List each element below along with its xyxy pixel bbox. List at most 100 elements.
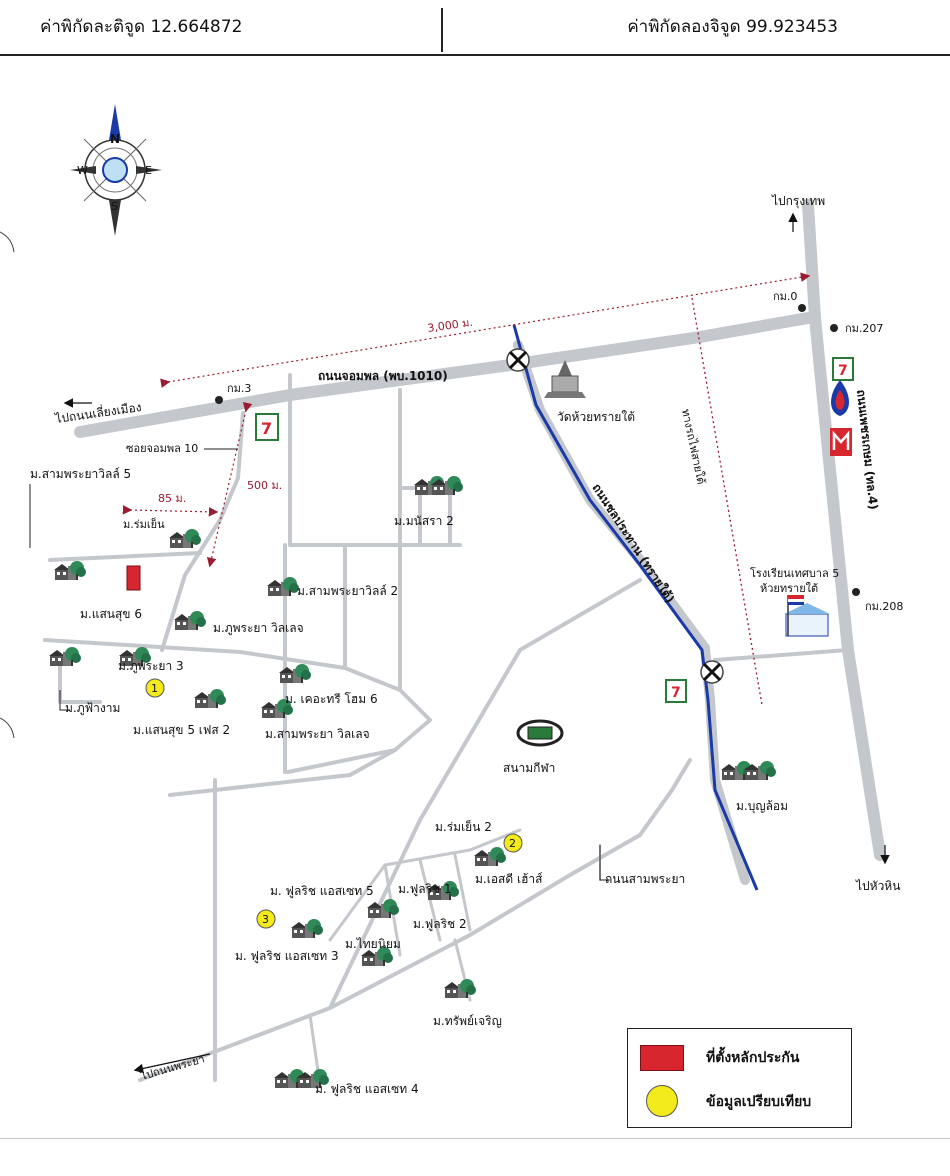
- canal-line: [512, 324, 759, 891]
- svg-text:7: 7: [261, 419, 272, 438]
- label-samphraya-villa2: ม.สามพระยาวิลล์ 2: [297, 584, 398, 598]
- road-minor-g: [168, 748, 397, 797]
- label-railway: ทางรถไฟสายใต้: [679, 408, 708, 486]
- collateral-location-marker[interactable]: [126, 565, 141, 591]
- label-fullrich2: ม.ฟูลริช 2: [413, 917, 467, 932]
- longitude-label: ค่าพิกัดลองจิจูด 99.923453: [627, 17, 838, 37]
- road-subdiv-3: [418, 858, 442, 942]
- label-school-2: ห้วยทรายใต้: [760, 582, 818, 595]
- compass-w: W: [77, 164, 88, 177]
- road-minor-f: [286, 388, 432, 774]
- comparable-marker-2[interactable]: 2: [503, 833, 523, 853]
- seven-eleven-icon: 7: [255, 413, 279, 441]
- header-divider: [441, 8, 443, 52]
- label-phufangam: ม.ภูฟ้างาม: [65, 701, 120, 716]
- label-countryhome6: ม. เคอะทรี โฮม 6: [285, 692, 378, 706]
- label-sapcharoen: ม.ทรัพย์เจริญ: [433, 1014, 502, 1028]
- label-to-samphraya: ไปถนนพระยา: [138, 1052, 206, 1083]
- coordinate-header: ค่าพิกัดละติจูด 12.664872 ค่าพิกัดลองจิจ…: [0, 0, 950, 56]
- road-subdiv-4: [453, 853, 472, 932]
- legend-comparable-swatch: [646, 1085, 678, 1117]
- legend-comparable-label: ข้อมูลเปรียบเทียบ: [706, 1094, 812, 1110]
- stadium-icon: [516, 719, 564, 747]
- label-km207: กม.207: [845, 322, 883, 335]
- junction-icon: [700, 660, 724, 684]
- road-chonprathan: [513, 340, 750, 885]
- label-phuphraya3: ม.ภูพระยา 3: [118, 659, 184, 674]
- compass-rose: N S E W: [70, 104, 162, 236]
- distance-3000-line: [160, 272, 811, 388]
- road-network: [43, 199, 886, 1087]
- label-km0: กม.0: [773, 290, 797, 303]
- road-subdiv-5: [328, 863, 387, 942]
- label-sd-house: ม.เอสดี เฮ้าส์: [475, 872, 543, 886]
- label-samphraya-village: ม.สามพระยา วิลเลจ: [265, 727, 370, 741]
- label-fullrich-asset5: ม. ฟูลริช แอสเซท 5: [270, 884, 374, 899]
- temple-icon: [544, 360, 586, 398]
- map-legend: ที่ตั้งหลักประกัน ข้อมูลเปรียบเทียบ: [627, 1028, 852, 1128]
- km207-dot: [830, 324, 838, 332]
- seven-eleven-icon: 7: [832, 357, 854, 381]
- label-boonlom: ม.บุญล้อม: [736, 799, 788, 814]
- label-km208: กม.208: [865, 600, 903, 613]
- label-road-samphraya: ถนนสามพระยา: [605, 872, 685, 886]
- page-margin-mark: [0, 717, 15, 739]
- label-fullrich1: ม.ฟูลริช 1: [398, 882, 452, 897]
- label-road-chomphon: ถนนจอมพล (พบ.1010): [318, 369, 448, 383]
- label-wat: วัดห้วยทรายใต้: [557, 410, 635, 424]
- seven-eleven-icon: 7: [665, 679, 687, 703]
- leader-lines: [29, 448, 610, 881]
- label-saensuk5-phase2: ม.แสนสุข 5 เฟส 2: [133, 723, 230, 738]
- compass-s: S: [111, 200, 118, 213]
- label-phuphraya-village: ม.ภูพระยา วิลเลจ: [213, 621, 304, 636]
- label-saensuk6: ม.แสนสุข 6: [80, 607, 142, 622]
- legend-row-comparable: ข้อมูลเปรียบเทียบ: [640, 1085, 845, 1117]
- label-distance-3000: 3,000 ม.: [427, 316, 474, 335]
- label-romyen: ม.ร่มเย็น: [123, 517, 165, 531]
- railway-line: [691, 297, 763, 706]
- road-minor-a: [48, 551, 202, 562]
- label-thainiyom: ม.ไทยนิยม: [345, 937, 401, 951]
- svg-text:3: 3: [262, 913, 269, 926]
- label-road-chonprathan: ถนนชลประทาน (ทรายใต้): [589, 480, 678, 605]
- comparable-marker-3[interactable]: 3: [256, 909, 276, 929]
- road-phetkasem: [802, 199, 886, 861]
- legend-collateral-label: ที่ตั้งหลักประกัน: [706, 1050, 800, 1066]
- svg-text:2: 2: [509, 837, 516, 850]
- label-fullrich-asset4: ม. ฟูลริช แอสเซท 4: [315, 1082, 419, 1097]
- road-east-link: [713, 648, 850, 662]
- label-distance-85: 85 ม.: [158, 492, 186, 505]
- km3-dot: [215, 396, 223, 404]
- label-to-bangkok: ไปกรุงเทพ: [771, 194, 825, 209]
- label-soi-chomphon-10: ซอยจอมพล 10: [126, 442, 198, 455]
- svg-text:1: 1: [151, 682, 158, 695]
- road-minor-b: [43, 638, 402, 692]
- label-fullrich-asset3: ม. ฟูลริช แอสเซท 3: [235, 949, 339, 964]
- store-icon: [830, 428, 852, 456]
- village-icon: [49, 476, 776, 1088]
- label-stadium: สนามกีฬา: [503, 761, 555, 775]
- label-romyen2: ม.ร่มเย็น 2: [435, 819, 492, 834]
- svg-text:7: 7: [838, 363, 848, 379]
- junction-icon: [506, 348, 530, 372]
- distance-500-line: [206, 401, 253, 568]
- label-samphraya-villa5: ม.สามพระยาวิลล์ 5: [30, 467, 131, 481]
- km208-dot: [852, 588, 860, 596]
- bottom-divider: [0, 1138, 950, 1139]
- comparable-marker-1[interactable]: 1: [145, 678, 165, 698]
- label-km3: กม.3: [227, 382, 251, 395]
- latitude-label: ค่าพิกัดละติจูด 12.664872: [40, 17, 243, 37]
- svg-text:7: 7: [671, 685, 681, 701]
- road-minor-c: [288, 373, 462, 547]
- legend-collateral-swatch: [640, 1045, 684, 1071]
- page-margin-mark: [0, 231, 15, 253]
- compass-e: E: [145, 164, 152, 177]
- gas-station-icon: [831, 380, 849, 416]
- arrow-to-samphraya: [133, 1053, 211, 1074]
- label-to-huahin: ไปหัวหิน: [855, 879, 900, 893]
- road-subdiv-1: [383, 828, 522, 867]
- distance-85-line: [122, 505, 219, 517]
- label-distance-500: 500 ม.: [247, 479, 282, 492]
- legend-row-collateral: ที่ตั้งหลักประกัน: [640, 1043, 845, 1073]
